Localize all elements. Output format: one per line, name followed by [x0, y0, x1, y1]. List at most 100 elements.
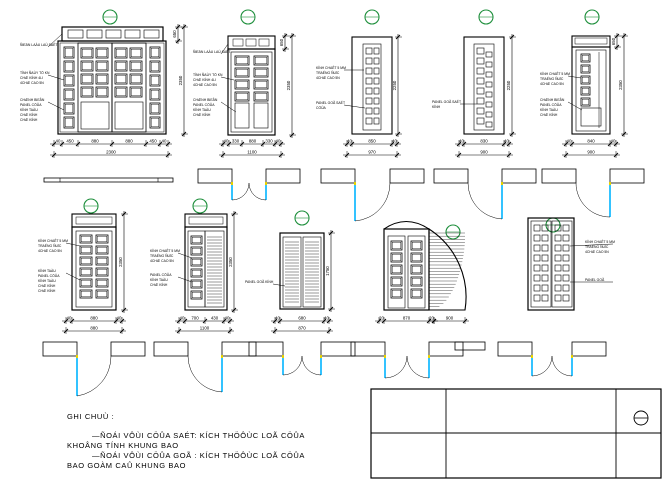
door-4-notes2: PANEL GOÃ SAÉT	[432, 99, 461, 104]
door-3-glass	[365, 117, 373, 125]
door-2-dim-label: 880	[249, 139, 257, 144]
door-4-dim-label: 40	[504, 139, 509, 144]
notes-line-3: —ÑOÁI VÔÙI CÖÛA GOÃ : KÍCH THÖÔÙC LOÃ CÖ…	[92, 451, 306, 460]
door-4-plan-wall	[501, 168, 537, 184]
door-3-leaf	[362, 43, 382, 131]
door-2-plan-hinge	[265, 182, 267, 185]
door-2-notes2-leader	[220, 101, 237, 113]
door-7-glass-inner	[191, 247, 201, 254]
door-1-glass	[95, 47, 109, 59]
notes-line-1: —ÑOÁI VÔÙI CÖÛA SAÉT: KÍCH THÖÔÙC LOÃ CÖ…	[92, 431, 306, 440]
door-1-sidelight-r	[149, 60, 161, 73]
door-7-dim-total-label: 1100	[200, 326, 210, 331]
door-9-glass-r-inner	[412, 290, 422, 298]
door-7-glass	[190, 235, 203, 245]
door-8-dim-label: 680	[298, 316, 306, 321]
door-6-plan-wall	[110, 341, 146, 357]
door-6-glass-inner	[80, 235, 91, 242]
door-3-plan-hinge	[354, 182, 356, 185]
door-6-notes2: KÍNH TAÀU	[38, 279, 56, 283]
door-7-plan-arc	[187, 355, 223, 393]
door-4-glass	[476, 47, 485, 55]
door-7-notes: 4CHÆ CAO 5N	[150, 259, 174, 263]
door-3-glass	[373, 57, 380, 65]
door-1-dim-label: 450	[149, 139, 157, 144]
door-1-sidelight-r	[149, 74, 161, 87]
door-9-plan-panel	[454, 341, 486, 351]
door-10-glass	[541, 224, 549, 232]
door-2-dim-label: 330	[265, 139, 273, 144]
door-4-glass	[485, 51, 493, 58]
door-7-notes2-leader	[177, 276, 193, 283]
door-1-glass-inner	[130, 49, 141, 58]
door-5-glass-inner	[582, 87, 590, 94]
door-2-leaf	[230, 51, 273, 133]
door-1-sidelight-r	[149, 88, 161, 101]
door-2-glass	[253, 79, 269, 90]
door-1-notes2-leader	[47, 101, 65, 111]
door-10-glass	[533, 244, 541, 252]
door-4-glass	[485, 81, 493, 88]
door-10-glass	[541, 264, 549, 272]
door-1-glass	[95, 86, 109, 98]
door-10-plan-hinge	[571, 355, 573, 358]
door-9-dim-label: 870	[403, 316, 411, 321]
door-5-glass	[580, 86, 591, 96]
door-1-glass-inner	[115, 62, 126, 71]
door-7-plan-wall	[221, 341, 257, 357]
door-1-glass-inner	[81, 62, 92, 71]
door-1-sidelight-l-inner	[64, 103, 73, 113]
door-8-leaf-r	[302, 236, 322, 308]
door-1-frame	[57, 40, 167, 135]
door-7-dim-label: 40	[225, 316, 230, 321]
door-8-dim-total-label: 870	[298, 326, 306, 331]
door-6-glass-inner	[96, 280, 107, 287]
door-9-glass-l-inner	[392, 253, 402, 261]
door-3-notes: 4CHÆ CAO 5N	[316, 76, 340, 80]
door-8-notes: PANEL GOÃ KÍNH	[245, 279, 274, 284]
door-10-glass	[541, 274, 549, 282]
door-6-notes2: KÍNH TAÀU	[38, 269, 56, 273]
door-3-glass	[365, 77, 373, 85]
notes-line-2: KHOÂNG TÍNH KHUNG BAO	[67, 441, 179, 450]
door-6-dim-total-label: 880	[90, 326, 98, 331]
door-10-glass	[562, 284, 570, 292]
door-10-glass	[541, 234, 549, 242]
door-6-dim-label: 880	[90, 316, 98, 321]
door-4-glass	[485, 101, 493, 108]
door-10-glass	[562, 224, 570, 232]
door-9-plan-hinge	[428, 355, 430, 358]
door-9-leaf-l	[387, 235, 406, 309]
door-3-notes: TRAÉNG ÑUÏC	[316, 70, 340, 75]
door-3-glass	[373, 67, 380, 75]
door-9-plan-wall	[428, 341, 464, 357]
door-2-glass-inner	[254, 92, 267, 100]
door-7-louvre-leaf	[204, 230, 225, 308]
door-7-glass	[190, 246, 203, 256]
door-1-dim-label: 40	[56, 139, 61, 144]
door-1-glass-inner	[130, 87, 141, 96]
door-5-vdim-a-label: 650	[611, 37, 616, 45]
door-5-dim-label: 840	[587, 139, 595, 144]
door-6-notes-leader	[65, 242, 81, 247]
door-1-glass	[114, 60, 128, 72]
door-1-sidelight-r-inner	[150, 48, 159, 58]
door-6-dim-label: 40	[117, 316, 122, 321]
door-1-dim-label: 880	[125, 139, 133, 144]
door-5-glass	[580, 75, 591, 85]
door-1-transom	[61, 26, 164, 42]
door-6-glass-inner	[96, 269, 107, 276]
door-10-glass	[554, 294, 562, 302]
door-3-glass	[373, 117, 380, 125]
door-1-dim-label: 880	[91, 139, 99, 144]
door-5-dim-label: 40	[567, 139, 572, 144]
door-10-notes: TRAÉNG ÑUÏC	[585, 244, 609, 249]
door-1-notes2: CHÆ KÍNH	[20, 113, 38, 117]
door-7-notes2: PANEL CÖÛA	[150, 272, 172, 277]
door-2-dim-label: 40	[224, 139, 229, 144]
door-2-notes: CHÆ KÍNH 4LI	[193, 78, 216, 82]
door-1-glass-inner	[81, 49, 92, 58]
door-6-glass	[79, 289, 93, 299]
door-10-glass	[541, 294, 549, 302]
door-2-callout-text: ÑIEÄN LAÀU LAÙ SAÉT	[193, 49, 231, 54]
